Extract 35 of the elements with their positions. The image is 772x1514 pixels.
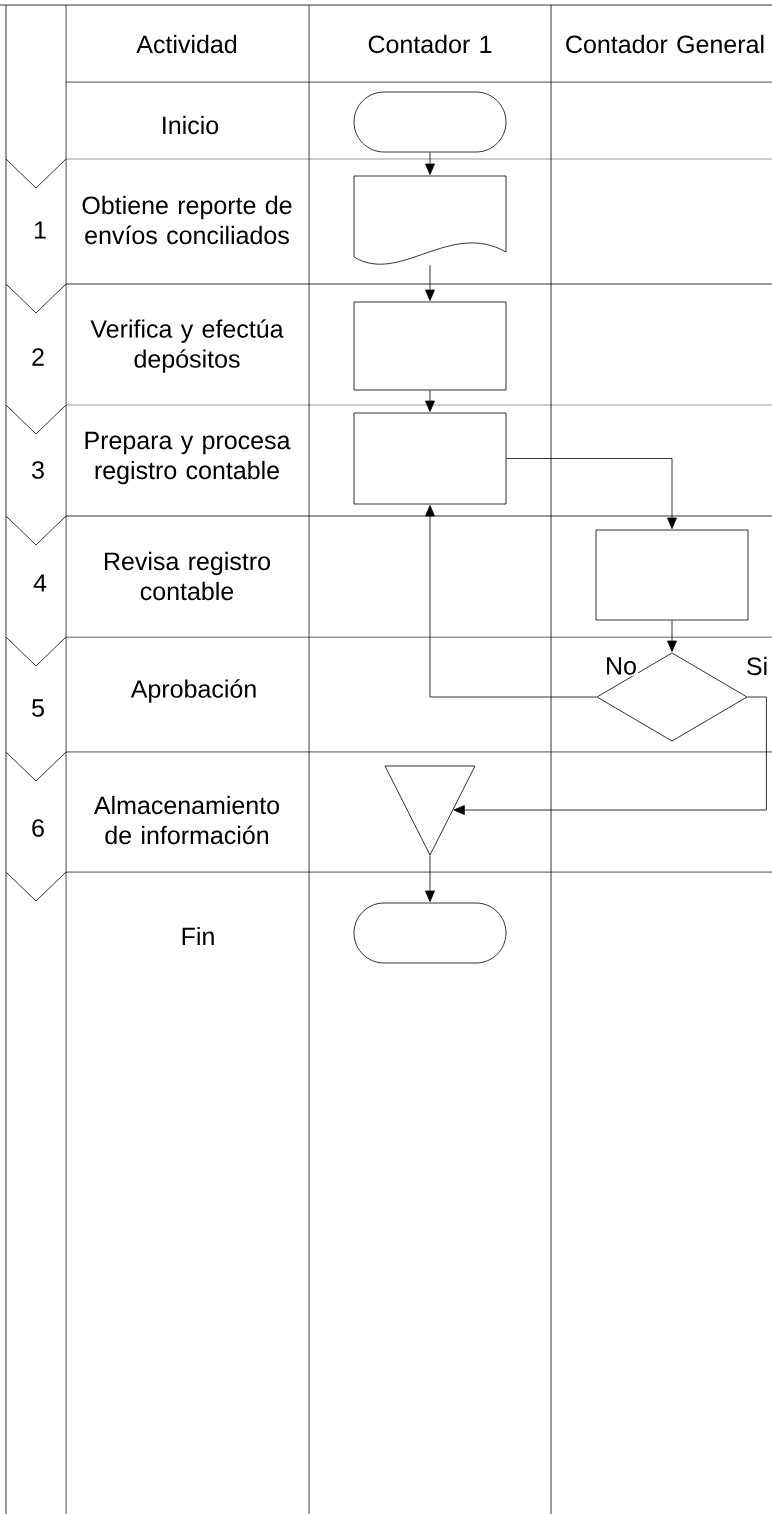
arrow bbox=[425, 505, 597, 698]
activity-text: Revisa registro contable bbox=[105, 551, 270, 601]
arrow bbox=[425, 855, 435, 902]
process-box bbox=[353, 412, 507, 505]
activity-text: Aprobación bbox=[130, 679, 256, 703]
activity-text: Fin bbox=[182, 926, 214, 946]
edge-label: Si bbox=[744, 655, 770, 677]
step-number: 1 bbox=[34, 221, 46, 239]
activity-text: Verifica y efectúa depósitos bbox=[90, 319, 284, 373]
document-shape bbox=[353, 175, 507, 265]
terminator-shape bbox=[353, 902, 507, 964]
step-number: 5 bbox=[32, 699, 44, 717]
column-header: Actividad bbox=[136, 34, 237, 54]
arrow bbox=[425, 152, 435, 175]
activity-text: Inicio bbox=[163, 115, 219, 135]
step-number: 6 bbox=[32, 819, 44, 837]
process-box bbox=[595, 529, 749, 621]
step-number: 3 bbox=[32, 461, 44, 479]
activity-text: Prepara y procesa registro contable bbox=[85, 431, 291, 485]
arrow bbox=[453, 696, 767, 815]
step-number: 4 bbox=[33, 574, 47, 592]
column-header: Contador General bbox=[566, 34, 764, 54]
arrow bbox=[425, 390, 435, 412]
activity-text: Almacenamiento de información bbox=[93, 795, 280, 845]
process-box bbox=[353, 301, 507, 391]
terminator-shape bbox=[353, 91, 507, 153]
edge-label: No bbox=[604, 656, 638, 676]
activity-text: Obtiene reporte de envíos conciliados bbox=[82, 195, 292, 245]
arrow bbox=[506, 458, 677, 529]
decision-diamond bbox=[596, 652, 748, 742]
storage-triangle bbox=[384, 765, 476, 856]
arrow bbox=[425, 265, 435, 301]
column-header: Contador 1 bbox=[368, 34, 492, 54]
arrow bbox=[667, 620, 677, 652]
step-number: 2 bbox=[32, 348, 44, 366]
